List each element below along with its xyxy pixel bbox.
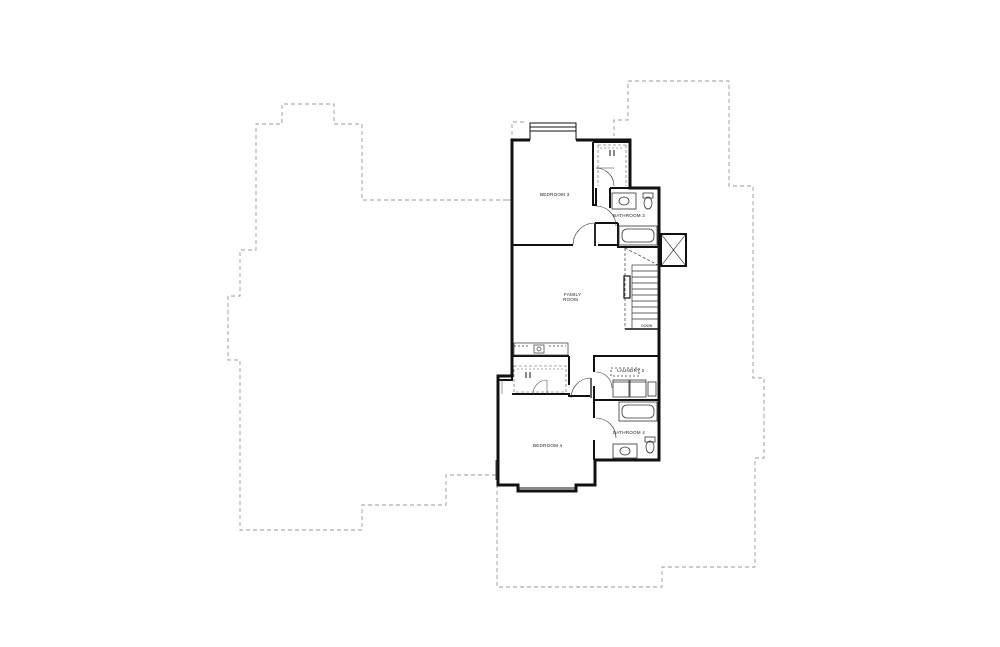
bay-window-bedroom-4 <box>518 487 576 492</box>
door-bedroom-3 <box>572 222 596 246</box>
lower-level-outline <box>227 80 765 588</box>
room-label-bathroom-4: BATHROOM 4 <box>613 430 645 435</box>
room-label-bedroom-3: BEDROOM 3 <box>540 192 570 197</box>
room-label-bathroom-3: BATHROOM 3 <box>613 213 645 218</box>
room-label-bedroom-4: BEDROOM 4 <box>533 443 563 448</box>
bedroom-3-closet <box>597 144 627 186</box>
room-label-family-room-line2: ROOM <box>563 297 578 302</box>
staircase <box>623 247 659 330</box>
door-laundry <box>595 371 617 439</box>
bathroom-4-fixtures <box>612 401 658 459</box>
door-bathroom-3 <box>595 167 617 227</box>
bathroom-3-fixtures <box>611 192 658 246</box>
stair-direction-label: DOWN <box>641 324 653 328</box>
room-label-laundry: LAUNDRY 2 <box>617 368 645 373</box>
door-bedroom-4 <box>570 377 592 399</box>
kitchenette <box>513 342 569 356</box>
bedroom-4-closet <box>501 365 567 395</box>
exterior-box <box>660 233 687 267</box>
room-label-family-room-line1: FAMILY <box>564 292 581 297</box>
bay-window-bedroom-3 <box>529 122 577 140</box>
laundry-fixtures <box>610 367 657 398</box>
